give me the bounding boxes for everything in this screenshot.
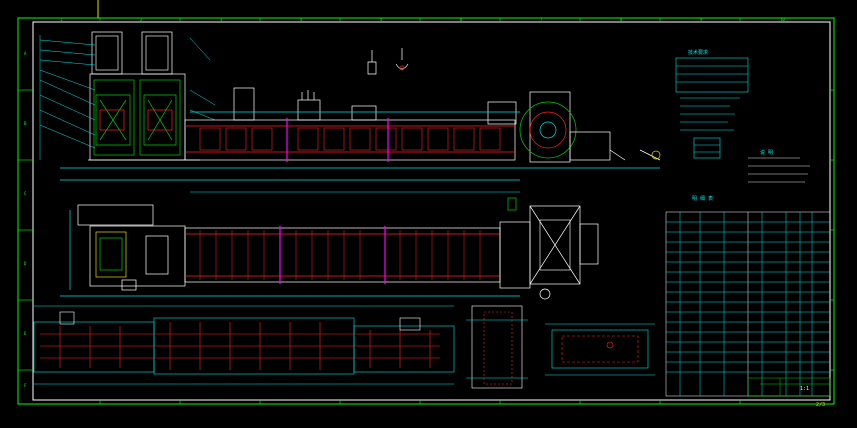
frame-tick-top: 6 xyxy=(460,17,463,22)
plan-view xyxy=(60,197,599,300)
frame-tick-side: F xyxy=(24,383,27,388)
elevation-view xyxy=(39,31,661,193)
foundation-view xyxy=(33,305,455,385)
table-header: 明 细 表 xyxy=(692,196,714,202)
frame-tick-side: A xyxy=(24,51,27,56)
frame-tick-side: B xyxy=(24,121,27,126)
frame-tick-labels: 1 2 3 4 5 6 7 8 9 10A B C D E F xyxy=(24,17,785,388)
frame-tick-top: 2 xyxy=(140,17,143,22)
frame-tick-top: 8 xyxy=(620,17,623,22)
legend-header: 说 明 xyxy=(760,150,774,156)
drawing-frame xyxy=(17,0,835,405)
frame-tick-top: 4 xyxy=(300,17,303,22)
frame-tick-top: 9 xyxy=(700,17,703,22)
frame-tick-top: 5 xyxy=(380,17,383,22)
frame-tick-side: C xyxy=(24,191,27,196)
notes-header: 技术要求 xyxy=(688,50,709,56)
parts-table xyxy=(665,211,831,397)
detail-views xyxy=(466,305,655,389)
frame-tick-top: 3 xyxy=(220,17,223,22)
frame-tick-top: 1 xyxy=(60,17,63,22)
frame-tick-side: D xyxy=(24,261,27,266)
frame-tick-top: 10 xyxy=(780,17,785,22)
frame-tick-side: E xyxy=(24,331,27,336)
title-block-code: 2/3 xyxy=(816,402,826,408)
frame-tick-top: 7 xyxy=(540,17,543,22)
scale-label: 1:1 xyxy=(800,386,810,392)
notes-block xyxy=(675,57,810,183)
